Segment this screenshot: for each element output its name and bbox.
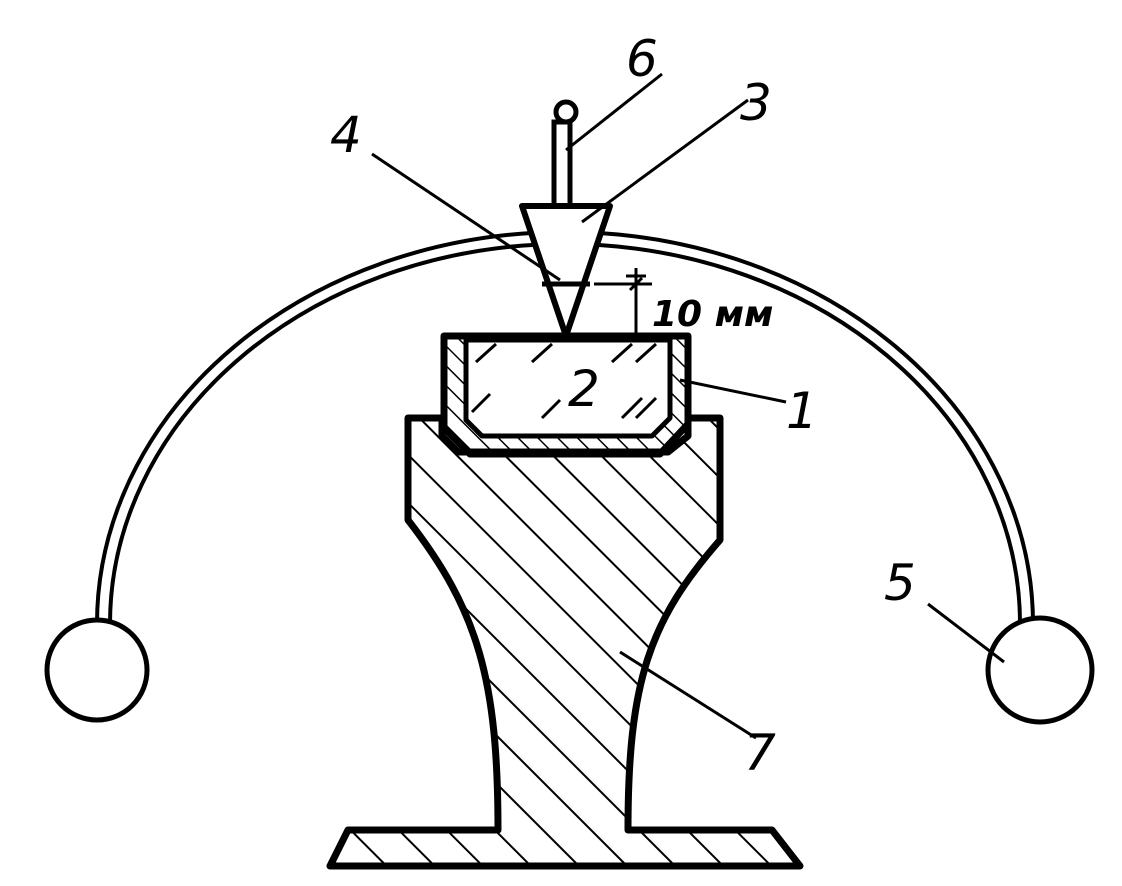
cone [519, 203, 613, 339]
label-cone-mark: 4 [330, 106, 362, 164]
label-specimen: 2 [568, 360, 600, 418]
dimension-10mm [594, 268, 652, 336]
label-cup: 1 [786, 382, 818, 440]
label-handle: 6 [626, 30, 658, 88]
cone-rod [551, 119, 573, 211]
label-cone: 3 [740, 74, 772, 132]
label-stand: 7 [744, 724, 776, 782]
leader-lines [371, 72, 1005, 740]
counterweight-ball-right [985, 615, 1095, 725]
stand-body [326, 414, 804, 870]
rod-ring [553, 99, 579, 125]
specimen-hatch-marks [470, 342, 658, 420]
counterweight-ball-left [44, 617, 150, 723]
label-counterweights: 5 [884, 554, 916, 612]
dimension-label: 10 мм [652, 294, 773, 335]
specimen-body [463, 337, 673, 439]
